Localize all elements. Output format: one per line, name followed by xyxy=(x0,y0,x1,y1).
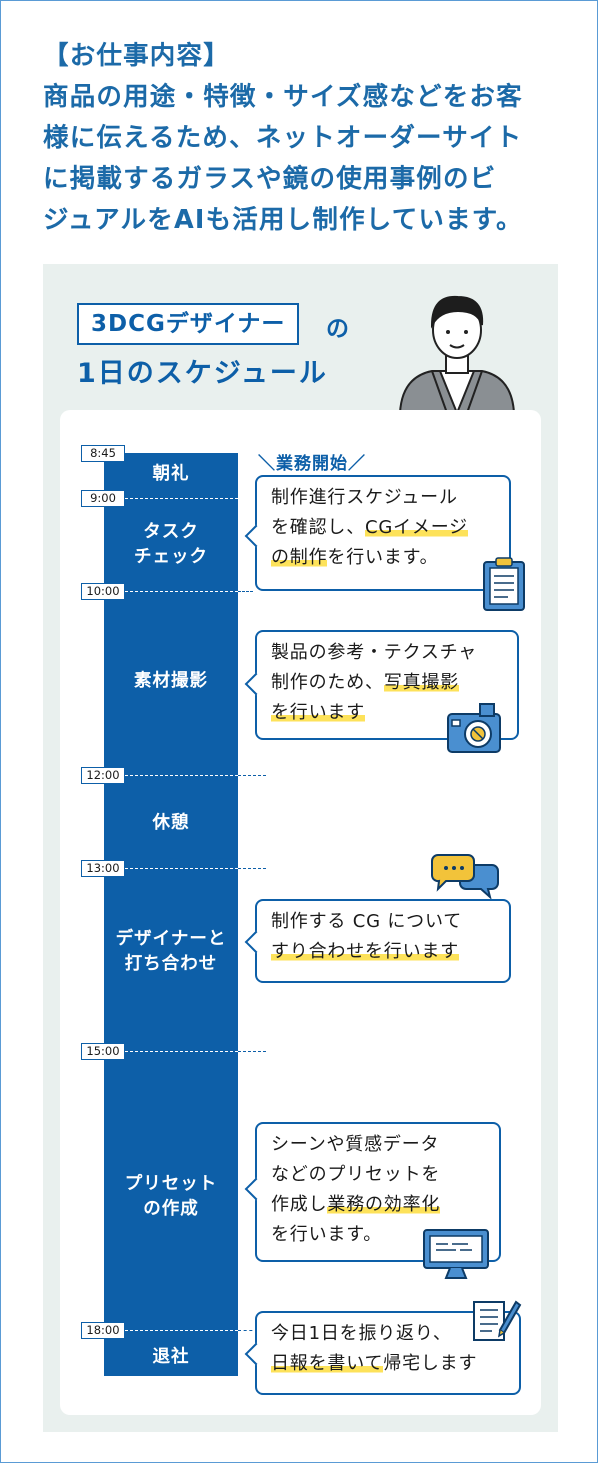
callout-material-shoot: 製品の参考・テクスチャ 制作のため、写真撮影 を行います xyxy=(255,630,519,740)
job-description-line: 様に伝えるため、ネットオーダーサイト xyxy=(43,123,523,153)
time-divider xyxy=(238,1051,266,1052)
work-start-label: ＼業務開始／ xyxy=(258,454,366,474)
designer-illustration xyxy=(398,295,516,415)
callout-task-check: 制作進行スケジュール を確認し、CGイメージ の制作を行います。 xyxy=(255,475,511,591)
job-description: 【お仕事内容】 商品の用途・特徴・サイズ感などをお客 様に伝えるため、ネットオー… xyxy=(43,36,573,241)
chat-bubbles-icon xyxy=(430,854,499,899)
timeline-bar xyxy=(104,453,238,1376)
role-title: 3DCGデザイナー xyxy=(77,303,300,345)
task-break: 休憩 xyxy=(152,813,190,833)
time-divider xyxy=(125,1330,238,1331)
job-description-line: 商品の用途・特徴・サイズ感などをお客 xyxy=(43,82,523,112)
time-divider xyxy=(238,591,253,592)
time-divider xyxy=(238,775,266,776)
callout-designer-meeting: 制作する CG について すり合わせを行います xyxy=(255,899,511,983)
time-label: 9:00 xyxy=(81,490,125,507)
task-check: タスク チェック xyxy=(134,522,208,567)
camera-icon xyxy=(447,703,501,753)
task-material-shoot: 素材撮影 xyxy=(134,671,208,691)
task-leave-office: 退社 xyxy=(152,1347,190,1367)
time-divider xyxy=(238,1330,258,1331)
report-pen-icon xyxy=(473,1300,522,1341)
job-description-line: に掲載するガラスや鏡の使用事例のビ xyxy=(43,164,497,194)
task-preset-creation: プリセット の作成 xyxy=(124,1174,218,1219)
time-divider xyxy=(125,868,238,869)
task-designer-meeting: デザイナーと 打ち合わせ xyxy=(115,929,227,974)
time-label: 13:00 xyxy=(81,860,125,877)
callout-leave-office: 今日1日を振り返り、 日報を書いて帰宅します xyxy=(255,1311,521,1395)
time-label: 18:00 xyxy=(81,1322,125,1339)
monitor-icon xyxy=(423,1229,489,1279)
time-label: 12:00 xyxy=(81,767,125,784)
time-divider xyxy=(125,498,238,499)
job-description-line: ジュアルをAIも活用し制作しています。 xyxy=(43,205,523,235)
time-label: 15:00 xyxy=(81,1043,125,1060)
time-label: 10:00 xyxy=(81,583,125,600)
schedule-title: 1日のスケジュール xyxy=(77,358,328,389)
time-divider xyxy=(125,1051,238,1052)
time-divider xyxy=(125,775,238,776)
job-description-heading: 【お仕事内容】 xyxy=(43,41,230,71)
time-divider xyxy=(238,868,266,869)
time-label: 8:45 xyxy=(81,445,125,462)
clipboard-icon xyxy=(483,557,525,611)
role-title-suffix: の xyxy=(326,316,349,342)
time-divider xyxy=(125,591,238,592)
task-morning-assembly: 朝礼 xyxy=(152,464,190,484)
